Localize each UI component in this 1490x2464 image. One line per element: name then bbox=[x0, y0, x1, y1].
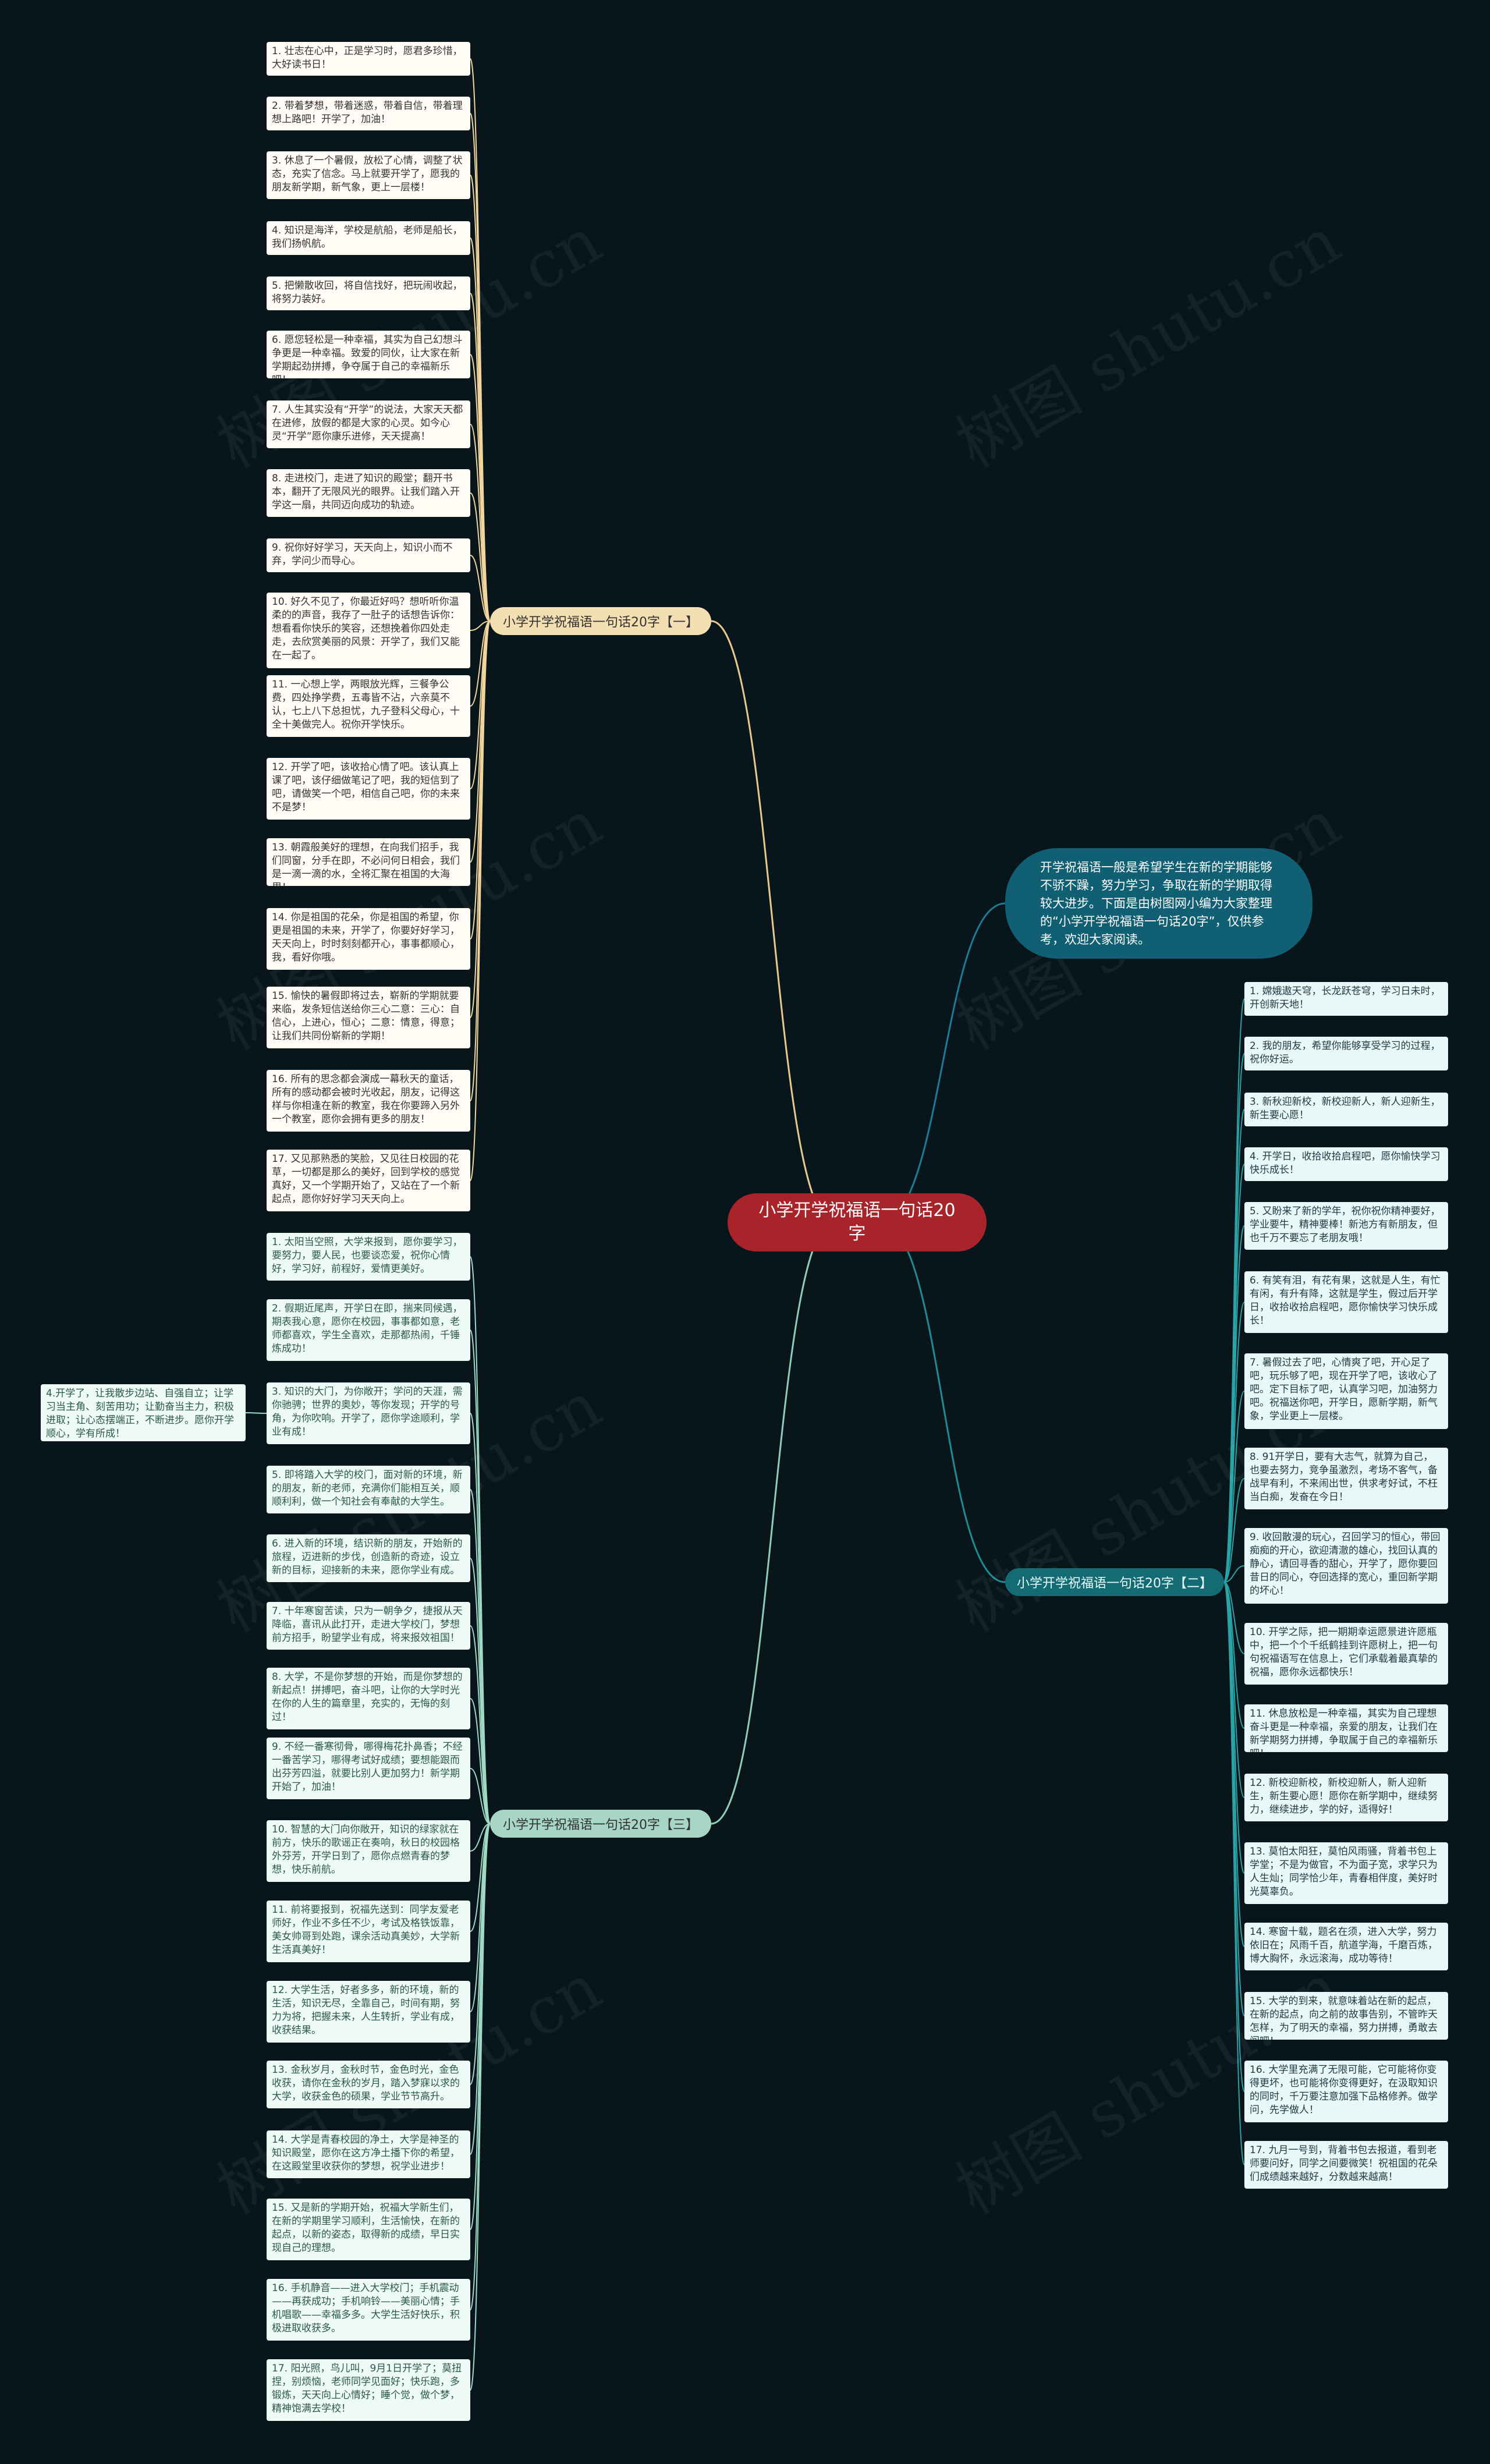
leaf-node[interactable]: 6. 愿您轻松是一种幸福，其实为自己幻想斗争更是一种幸福。致爱的同伙，让大家在新… bbox=[267, 331, 470, 378]
leaf-node[interactable]: 2. 我的朋友，希望你能够享受学习的过程，祝你好运。 bbox=[1244, 1037, 1448, 1070]
connector-line bbox=[1223, 1582, 1245, 2165]
leaf-node[interactable]: 4. 开学日，收拾收拾启程吧，愿你愉快学习快乐成长！ bbox=[1244, 1147, 1448, 1181]
leaf-node[interactable]: 13. 金秋岁月，金秋时节，金色时光，金色收获，请你在金秋的岁月，踏入梦寐以求的… bbox=[267, 2061, 470, 2108]
leaf-node[interactable]: 8. 大学，不是你梦想的开始，而是你梦想的新起点！拼搏吧，奋斗吧，让你的大学时光… bbox=[267, 1668, 470, 1729]
connector-line bbox=[470, 621, 491, 707]
connector-line bbox=[1223, 1302, 1245, 1583]
leaf-node[interactable]: 5. 把懒散收回，将自信找好，把玩闹收起，将努力装好。 bbox=[267, 276, 470, 310]
connector-line bbox=[711, 620, 834, 1224]
connector-line bbox=[470, 621, 491, 1018]
connector-line bbox=[711, 1221, 834, 1825]
leaf-node[interactable]: 15. 愉快的暑假即将过去，崭新的学期就要来临，发条短信送给你三心二意：三心：自… bbox=[267, 987, 470, 1048]
leaf-node[interactable]: 8. 91开学日，要有大志气，就算为自己，也要去努力，竞争虽激烈，考场不客气，备… bbox=[1244, 1448, 1448, 1509]
connector-line bbox=[1223, 1478, 1245, 1583]
leaf-node[interactable]: 11. 一心想上学，两眼放光辉，三餐争公费，四处挣学费，五毒皆不沾，六亲莫不认，… bbox=[267, 675, 470, 737]
connector-line bbox=[470, 621, 491, 789]
connector-line bbox=[470, 1823, 491, 1852]
leaf-node[interactable]: 5. 即将踏入大学的校门，面对新的环境，新的朋友，新的老师，充满你们能相互关，顺… bbox=[267, 1466, 470, 1513]
leaf-node[interactable]: 12. 开学了吧，该收拾心情了吧。该认真上课了吧，该仔细做笔记了吧，我的短信到了… bbox=[267, 758, 470, 820]
leaf-node[interactable]: 9. 不经一番寒彻骨，哪得梅花扑鼻香；不经一番苦学习，哪得考试好成绩；要想能跟而… bbox=[267, 1738, 470, 1799]
connector-line bbox=[470, 621, 491, 1101]
connector-line bbox=[470, 1823, 491, 2391]
leaf-node[interactable]: 14. 寒窗十载，题名在须，进入大学，努力依旧在；风雨千百，航道学海，千磨百炼，… bbox=[1244, 1923, 1448, 1970]
connector-line bbox=[470, 1823, 491, 2230]
leaf-node[interactable]: 3. 休息了一个暑假，放松了心情，调整了状态，充实了信念。马上就要开学了，愿我的… bbox=[267, 151, 470, 199]
leaf-node[interactable]: 2. 带着梦想，带着迷惑，带着自信，带着理想上路吧！开学了，加油！ bbox=[267, 97, 470, 130]
connector-line bbox=[470, 1698, 491, 1824]
leaf-node[interactable]: 3. 知识的大门，为你敞开；学问的天涯，需你驰骋；世界的奥妙，等你发现；开学的号… bbox=[267, 1382, 470, 1444]
leaf-node[interactable]: 2. 假期近尾声，开学日在即，揣来同候遇，期表我心意，愿你在校园，事事都如意，老… bbox=[267, 1299, 470, 1361]
leaf-node[interactable]: 6. 进入新的环境，结识新的朋友，开始新的旅程，迈进新的步伐，创造新的奇迹，设立… bbox=[267, 1534, 470, 1582]
connector-line bbox=[880, 902, 1006, 1224]
connector-line bbox=[470, 621, 491, 1181]
leaf-node[interactable]: 12. 新校迎新校，新校迎新人，新人迎新生，新生要心愿！愿你在新学期中，继续努力… bbox=[1244, 1774, 1448, 1821]
leaf-node[interactable]: 10. 智慧的大门向你敞开，知识的绿家就在前方，快乐的歌谣正在奏响，秋日的校园格… bbox=[267, 1820, 470, 1882]
leaf-node[interactable]: 17. 九月一号到，背着书包去报道，看到老师要问好，同学之间要微笑！祝祖国的花朵… bbox=[1244, 2141, 1448, 2189]
connector-line bbox=[1223, 1582, 1245, 1729]
leaf-node[interactable]: 3. 新秋迎新校，新校迎新人，新人迎新生，新生要心愿！ bbox=[1244, 1093, 1448, 1126]
leaf-node[interactable]: 15. 又是新的学期开始，祝福大学新生们，在新的学期里学习顺利，生活愉快，在新的… bbox=[267, 2199, 470, 2260]
connector-line bbox=[1223, 1582, 1245, 1654]
connector-line bbox=[470, 621, 491, 631]
leaf-node[interactable]: 4. 知识是海洋，学校是航船，老师是船长，我们扬帆航。 bbox=[267, 221, 470, 255]
leaf-node[interactable]: 16. 所有的思念都会演成一幕秋天的童话，所有的感动都会被时光收起，朋友，记得这… bbox=[267, 1070, 470, 1132]
connector-line bbox=[470, 1823, 491, 2310]
branch-node-3[interactable]: 小学开学祝福语一句话20字【三】 bbox=[490, 1810, 711, 1838]
connector-line bbox=[470, 492, 491, 622]
connector-line bbox=[470, 555, 491, 622]
root-node[interactable]: 小学开学祝福语一句话20字 bbox=[728, 1193, 987, 1252]
leaf-node[interactable]: 11. 前将要报到，祝福先送到：同学友爱老师好，作业不多任不少，考试及格铁饭靠，… bbox=[267, 1901, 470, 1962]
leaf-node[interactable]: 10. 好久不见了，你最近好吗？想听听你温柔的的声音，我存了一肚子的话想告诉你：… bbox=[267, 593, 470, 668]
leaf-node[interactable]: 8. 走进校门，走进了知识的殿堂；翻开书本，翻开了无限风光的眼界。让我们踏入开学… bbox=[267, 469, 470, 517]
connector-line bbox=[880, 1221, 1006, 1583]
leaf-node[interactable]: 7. 十年寒窗苦读，只为一朝争夕，捷报从天降临，喜讯从此打开，走进大学校门，梦想… bbox=[267, 1602, 470, 1650]
intro-node[interactable]: 开学祝福语一般是希望学生在新的学期能够不骄不躁，努力学习，争取在新的学期取得较大… bbox=[1005, 848, 1312, 959]
connector-line bbox=[1223, 1565, 1245, 1583]
branch-node-1[interactable]: 小学开学祝福语一句话20字【一】 bbox=[490, 607, 711, 635]
leaf-node[interactable]: 6. 有笑有泪，有花有果，这就是人生，有忙有闲，有升有降，这就是学生，假过后开学… bbox=[1244, 1271, 1448, 1333]
leaf-node[interactable]: 17. 阳光照，鸟儿叫，9月1日开学了；莫扭捏，别烦恼，老师同学见面好；快乐跑，… bbox=[267, 2359, 470, 2421]
connector-line bbox=[470, 424, 491, 622]
branch-node-2[interactable]: 小学开学祝福语一句话20字【二】 bbox=[1005, 1568, 1224, 1596]
leaf-node[interactable]: 13. 莫怕太阳狂，莫怕风雨骚，背着书包上学堂；不是为做官，不为面子宽，求学只为… bbox=[1244, 1842, 1448, 1904]
leaf-node[interactable]: 14. 你是祖国的花朵，你是祖国的希望，你更是祖国的未来，开学了，你要好好学习，… bbox=[267, 908, 470, 970]
connector-line bbox=[470, 1330, 491, 1824]
connector-line bbox=[470, 1768, 491, 1824]
sub-leaf-node[interactable]: 4.开学了，让我散步边站、自强自立；让学习当主角、刻苦用功；让勤奋当主力，积极进… bbox=[41, 1384, 246, 1441]
leaf-node[interactable]: 7. 人生其实没有“开学”的说法，大家天天都在进修，放假的都是大家的心灵。如今心… bbox=[267, 400, 470, 448]
leaf-node[interactable]: 1. 壮志在心中，正是学习时，愿君多珍惜，大好读书日！ bbox=[267, 42, 470, 76]
connector-line bbox=[1223, 1164, 1245, 1583]
leaf-node[interactable]: 9. 收回散漫的玩心，召回学习的恒心，带回痴痴的开心，欲迎清澈的雄心，找回认真的… bbox=[1244, 1528, 1448, 1604]
leaf-node[interactable]: 16. 手机静音——进入大学校门；手机震动——再获成功；手机响铃——美丽心情；手… bbox=[267, 2279, 470, 2341]
leaf-node[interactable]: 1. 嫦娥遨天穹，长龙跃苍穹，学习日未时，开创新天地！ bbox=[1244, 982, 1448, 1016]
leaf-node[interactable]: 10. 开学之际，把一期期幸运愿景进许愿瓶中，把一个个千纸鹤挂到许愿树上，把一句… bbox=[1244, 1623, 1448, 1685]
connector-line bbox=[1223, 1053, 1245, 1583]
leaf-node[interactable]: 1. 太阳当空照，大学来报到，愿你要学习，要努力，要人民，也要谈恋爱，祝你心情好… bbox=[267, 1233, 470, 1281]
connector-line bbox=[470, 1625, 491, 1824]
connector-line bbox=[470, 1823, 491, 1932]
leaf-node[interactable]: 11. 休息放松是一种幸福，其实为自己理想奋斗更是一种幸福，亲爱的朋友，让我们在… bbox=[1244, 1704, 1448, 1752]
leaf-node[interactable]: 5. 又盼来了新的学年，祝你祝你精神要好，学业要牛，精神要棒！新池方有新朋友，但… bbox=[1244, 1202, 1448, 1250]
connector-line bbox=[470, 1256, 491, 1824]
leaf-node[interactable]: 16. 大学里充满了无限可能，它可能将你变得更坏，也可能将你变得更好，在汲取知识… bbox=[1244, 2061, 1448, 2122]
leaf-node[interactable]: 7. 暑假过去了吧，心情爽了吧，开心足了吧，玩乐够了吧，现在开学了吧，该收心了吧… bbox=[1244, 1353, 1448, 1429]
leaf-node[interactable]: 15. 大学的到来，就意味着站在新的起点，在新的起点，向之前的故事告别，不管昨天… bbox=[1244, 1992, 1448, 2040]
leaf-node[interactable]: 12. 大学生活，好者多多，新的环境，新的生活，知识无尽，全靠自己，时间有期，努… bbox=[267, 1981, 470, 2043]
connector-line bbox=[1223, 1391, 1245, 1583]
leaf-node[interactable]: 17. 又见那熟悉的笑脸，又见往日校园的花草，一切都是那么的美好，回到学校的感觉… bbox=[267, 1150, 470, 1211]
leaf-node[interactable]: 9. 祝你好好学习，天天向上，知识小而不弃，学问少而导心。 bbox=[267, 538, 470, 572]
leaf-node[interactable]: 13. 朝霞般美好的理想，在向我们招手，我们同窗，分手在即，不必问何日相会，我们… bbox=[267, 838, 470, 886]
leaf-node[interactable]: 14. 大学是青春校园的净土，大学是神圣的知识殿堂，愿你在这方净土播下你的希望，… bbox=[267, 2130, 470, 2178]
